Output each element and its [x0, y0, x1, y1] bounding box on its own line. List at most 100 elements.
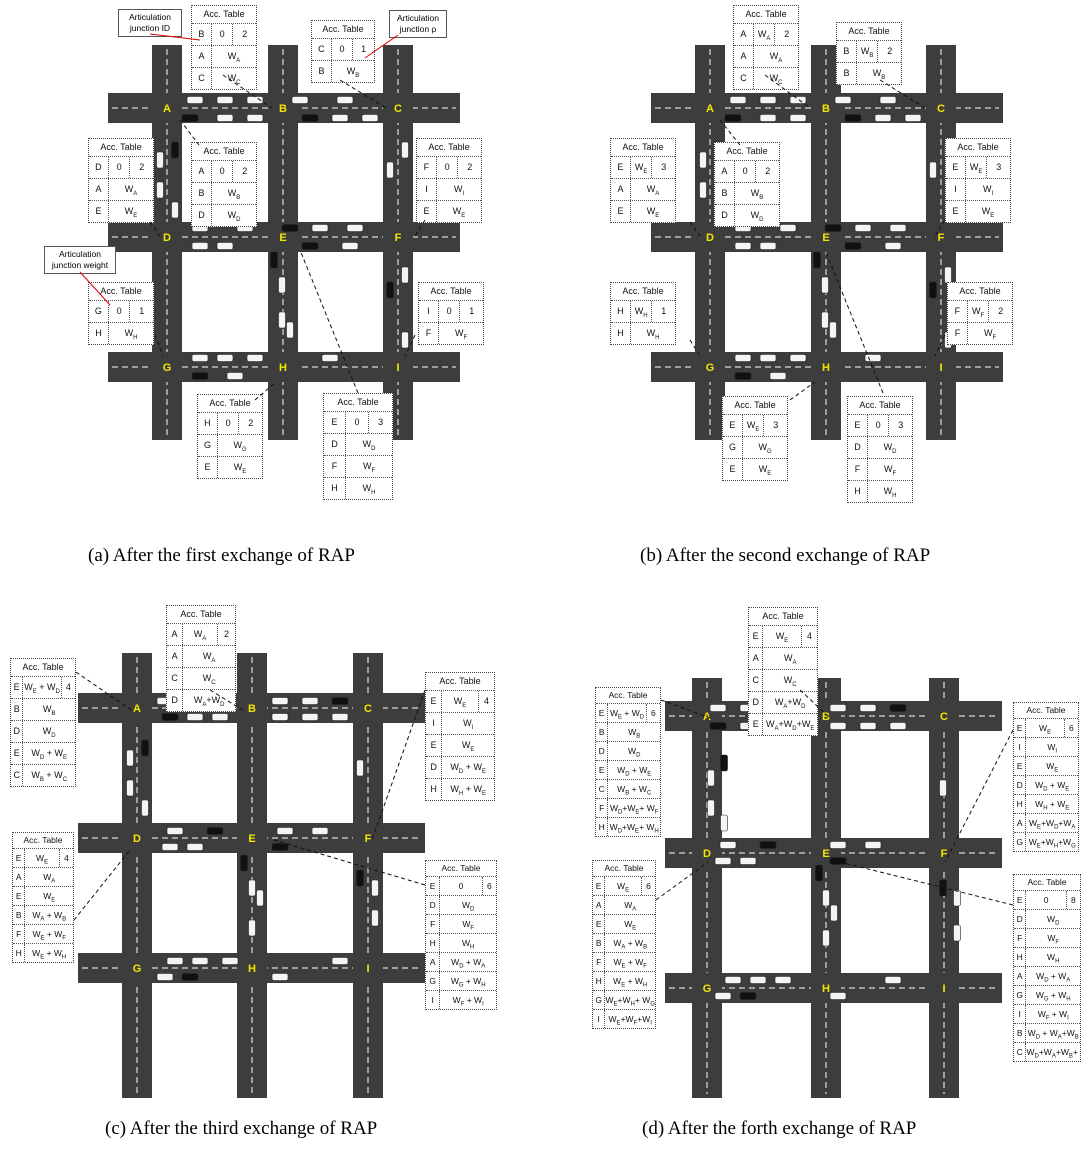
acc-table-row: DWD: [715, 205, 779, 226]
acc-table-cell: 2: [239, 413, 262, 434]
car-icon: [725, 977, 741, 984]
car-icon: [790, 115, 806, 122]
acc-table-D: Acc. TableD02AWAEWE: [88, 138, 154, 223]
acc-table-row: GWG + WH: [426, 972, 496, 991]
acc-table-cell: C: [167, 668, 183, 689]
acc-table-I: Acc. TableI01FWF: [418, 282, 484, 345]
acc-table-cell: WE + WF: [605, 953, 655, 971]
acc-table-cell: G: [198, 435, 218, 456]
car-icon: [860, 705, 876, 712]
acc-table-row: EWE: [593, 915, 655, 934]
acc-table-row: EWE: [13, 887, 73, 906]
acc-table-cell: WA+WD+WE: [763, 714, 817, 735]
acc-table-cell: B: [837, 41, 857, 62]
acc-table-cell: WD + WA: [440, 953, 496, 971]
car-icon: [775, 977, 791, 984]
acc-table-row: BWB: [715, 183, 779, 205]
acc-table-E: Acc. TableE03DWDFWFHWH: [323, 393, 393, 500]
acc-table-row: DWD + WE: [426, 757, 494, 779]
acc-table-title: Acc. Table: [848, 397, 912, 415]
acc-table-row: IWI: [417, 179, 481, 201]
acc-table-cell: C: [312, 39, 332, 60]
acc-table-G: Acc. TableHWH1HWH: [610, 282, 676, 345]
acc-table-cell: WB: [857, 63, 901, 84]
car-icon: [332, 958, 348, 965]
acc-table-cell: C: [596, 780, 608, 798]
acc-table-cell: WE: [605, 877, 642, 895]
acc-table-cell: WD + WA: [1026, 967, 1080, 985]
acc-table-cell: WE + WF: [25, 925, 73, 943]
acc-table-cell: 1: [353, 39, 374, 60]
car-icon: [720, 842, 736, 849]
acc-table-cell: WE: [442, 735, 494, 756]
acc-table-row: CWC: [749, 670, 817, 692]
car-icon: [247, 115, 263, 122]
car-icon: [212, 714, 228, 721]
acc-table-cell: 1: [130, 301, 153, 322]
car-icon: [187, 844, 203, 851]
acc-table-cell: WE: [743, 415, 765, 436]
acc-table-A: Acc. TableEWE + WD4BWBDWDEWD + WECWB + W…: [10, 658, 76, 787]
acc-table-cell: WB: [857, 41, 879, 62]
acc-table-cell: 0: [735, 161, 757, 182]
acc-table-cell: E: [946, 157, 966, 178]
junction-label-H: H: [279, 362, 287, 374]
acc-table-row: CWB + WC: [11, 765, 75, 786]
acc-table-title: Acc. Table: [1014, 703, 1078, 719]
car-icon: [845, 243, 861, 250]
car-icon: [192, 355, 208, 362]
acc-table-cell: WH: [109, 323, 153, 344]
acc-table-cell: WA+WD: [763, 692, 817, 713]
acc-table-row: A02: [715, 161, 779, 183]
car-icon: [272, 698, 288, 705]
junction-label-F: F: [365, 833, 372, 845]
acc-table-title: Acc. Table: [89, 139, 153, 157]
acc-table-cell: WE: [743, 459, 787, 480]
car-icon: [760, 243, 776, 250]
car-icon: [292, 97, 308, 104]
acc-table-cell: F: [13, 925, 25, 943]
acc-table-cell: 3: [369, 412, 392, 433]
acc-table-F: Acc. TableEWE3IWIEWE: [945, 138, 1011, 223]
acc-table-cell: E: [723, 459, 743, 480]
car-icon: [831, 905, 838, 921]
acc-table-cell: E: [426, 877, 440, 895]
car-icon: [835, 97, 851, 104]
acc-table-cell: F: [948, 301, 968, 322]
car-icon: [885, 977, 901, 984]
acc-table-cell: F: [848, 459, 868, 480]
acc-table-cell: WD: [868, 437, 912, 458]
acc-table-cell: 2: [130, 157, 153, 178]
junction-label-D: D: [703, 848, 711, 860]
car-icon: [823, 930, 830, 946]
acc-table-cell: WB: [23, 699, 75, 720]
acc-table-cell: H: [198, 413, 218, 434]
acc-table-cell: WD: [212, 205, 256, 226]
car-icon: [187, 97, 203, 104]
acc-table-cell: 2: [233, 24, 256, 45]
car-icon: [830, 705, 846, 712]
acc-table-row: EWE: [611, 201, 675, 222]
acc-table-cell: WE: [442, 691, 479, 712]
car-icon: [940, 880, 947, 896]
car-icon: [322, 355, 338, 362]
acc-table-row: BWD + WA+WB: [1014, 1024, 1080, 1043]
acc-table-row: EWE + WD6: [596, 704, 660, 723]
acc-table-cell: 1: [652, 301, 675, 322]
acc-table-row: A02: [192, 161, 256, 183]
acc-table-row: EWA+WD+WE: [749, 714, 817, 735]
car-icon: [730, 97, 746, 104]
acc-table-cell: H: [89, 323, 109, 344]
car-icon: [760, 842, 776, 849]
acc-table-cell: E: [1014, 757, 1026, 775]
acc-table-row: GWE+WH+WG: [1014, 833, 1078, 851]
acc-table-cell: E: [723, 415, 743, 436]
acc-table-cell: G: [89, 301, 109, 322]
acc-table-cell: I: [593, 1010, 605, 1028]
